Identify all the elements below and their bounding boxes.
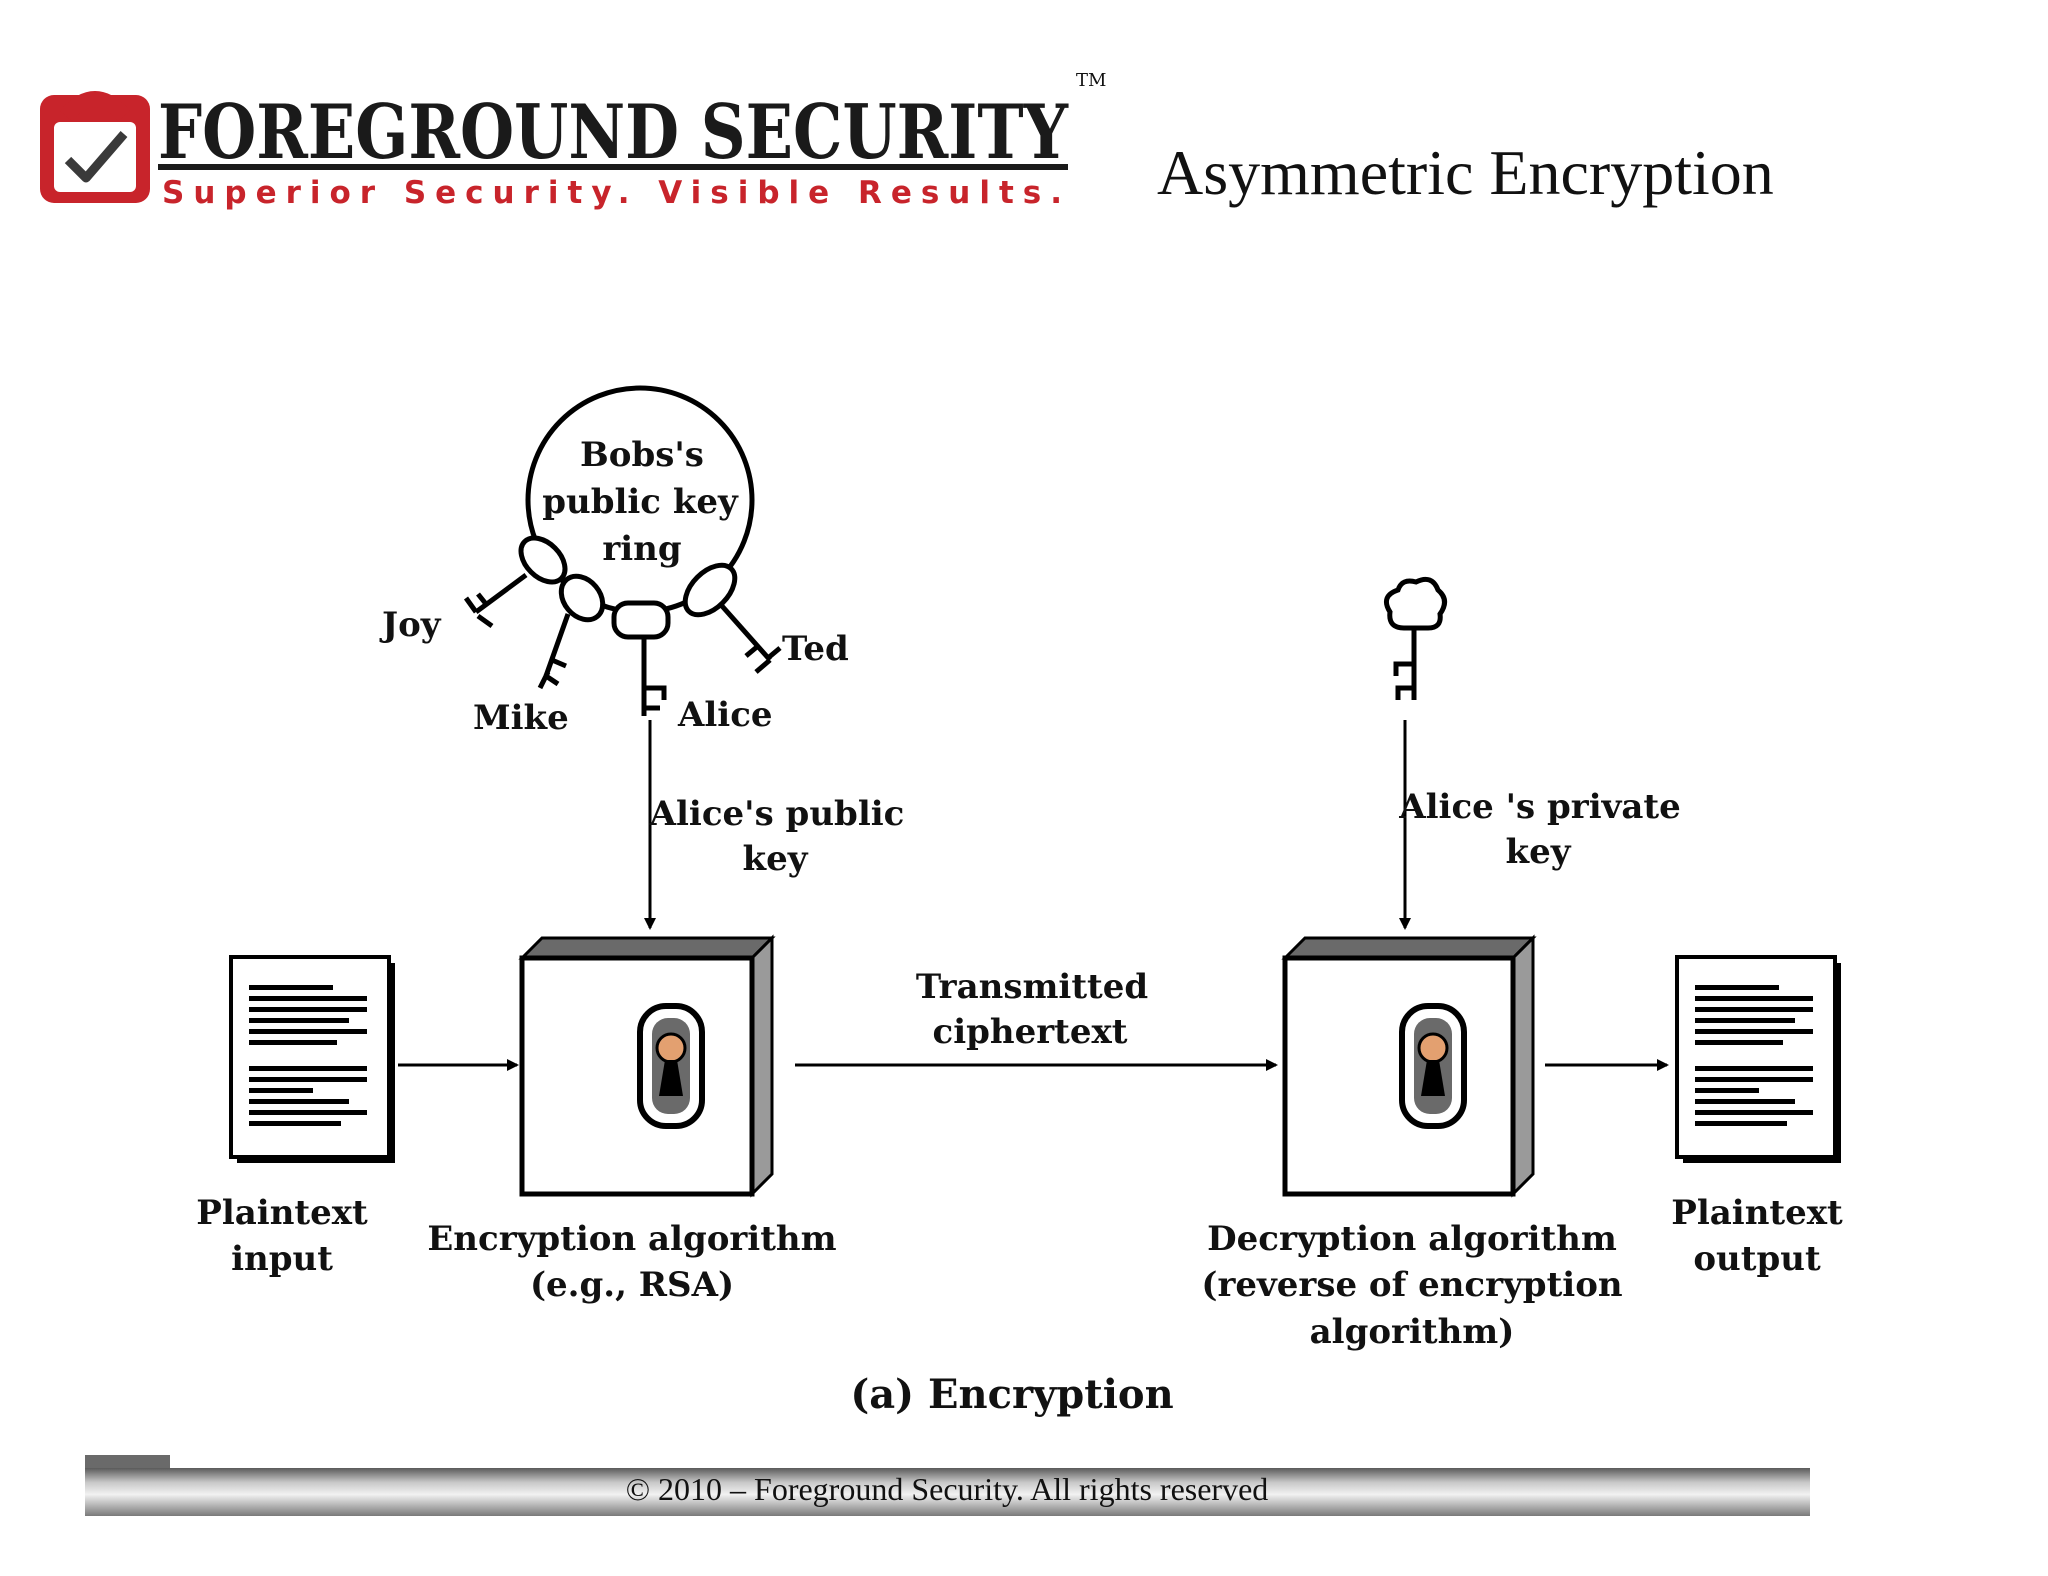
plaintext-input-label-line2: input — [231, 1239, 333, 1279]
trademark-mark: TM — [1076, 70, 1106, 91]
decryption-algorithm-label-line3: algorithm) — [1310, 1312, 1515, 1352]
logo: FOREGROUND SECURITY TM Superior Security… — [40, 70, 1106, 211]
footer-copyright: © 2010 – Foreground Security. All rights… — [626, 1471, 1269, 1507]
key-label-joy: Joy — [379, 605, 442, 645]
diagram-caption: (a) Encryption — [850, 1371, 1173, 1418]
plaintext-input-label-line1: Plaintext — [196, 1193, 368, 1233]
key-ring-label-line1: Bobs's — [580, 435, 704, 475]
brand-name: FOREGROUND SECURITY — [158, 88, 1069, 176]
decryption-lock-icon — [1399, 1003, 1467, 1129]
plaintext-output-label-line1: Plaintext — [1671, 1193, 1843, 1233]
encryption-algorithm-label-line2: (e.g., RSA) — [530, 1265, 734, 1305]
key-ring-label-line3: ring — [602, 529, 681, 569]
ciphertext-label-line1: Transmitted — [916, 967, 1148, 1007]
public-key-ring: Bobs's public key ring — [525, 385, 755, 615]
slide-title: Asymmetric Encryption — [1157, 137, 1774, 208]
plaintext-output-label-line2: output — [1693, 1239, 1821, 1279]
joy-key-icon — [463, 535, 568, 629]
key-label-alice: Alice — [677, 695, 773, 735]
mike-key-icon — [537, 573, 606, 690]
public-key-label-line1: Alice's public — [649, 794, 905, 834]
public-key-label-line2: key — [743, 839, 809, 879]
private-key-icon — [1383, 576, 1447, 700]
brand-tagline: Superior Security. Visible Results. — [162, 175, 1062, 211]
decryption-algorithm-label-line1: Decryption algorithm — [1207, 1219, 1617, 1259]
ted-key-icon — [682, 562, 782, 674]
ciphertext-label-line2: ciphertext — [933, 1012, 1128, 1052]
decryption-algorithm-label-line2: (reverse of encryption — [1201, 1265, 1622, 1305]
alice-key-icon — [611, 600, 671, 716]
key-ring-label-line2: public key — [542, 482, 739, 522]
private-key-label-line2: key — [1506, 832, 1572, 872]
plaintext-output-document-icon — [1675, 955, 1841, 1163]
footer-bar — [85, 1455, 1810, 1516]
brand-underline — [158, 164, 1068, 170]
key-label-ted: Ted — [782, 629, 849, 669]
key-label-mike: Mike — [473, 698, 569, 738]
private-key-label-line1: Alice 's private — [1398, 787, 1681, 827]
padlock-check-icon — [40, 91, 150, 203]
encryption-algorithm-label-line1: Encryption algorithm — [427, 1219, 836, 1259]
plaintext-input-document-icon — [229, 955, 395, 1163]
encryption-lock-icon — [637, 1003, 705, 1129]
